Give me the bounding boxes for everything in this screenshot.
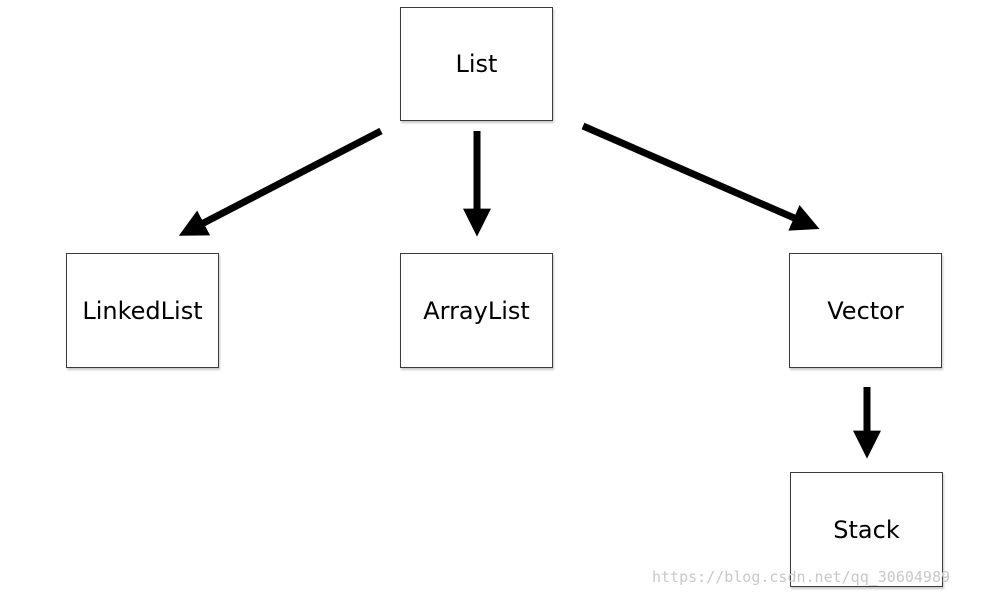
node-stack-label: Stack — [833, 515, 900, 544]
node-arraylist-label: ArrayList — [423, 296, 530, 325]
node-vector-label: Vector — [827, 296, 904, 325]
node-vector: Vector — [789, 253, 942, 368]
watermark-text: https://blog.csdn.net/qq_30604989 — [652, 568, 951, 586]
node-arraylist: ArrayList — [400, 253, 553, 368]
node-list: List — [400, 7, 553, 121]
node-list-label: List — [455, 50, 498, 78]
node-linkedlist: LinkedList — [66, 253, 219, 368]
arrow-list-to-vector — [581, 122, 820, 231]
node-stack: Stack — [790, 472, 943, 587]
arrow-list-to-linkedlist — [178, 127, 383, 236]
node-linkedlist-label: LinkedList — [82, 296, 203, 325]
